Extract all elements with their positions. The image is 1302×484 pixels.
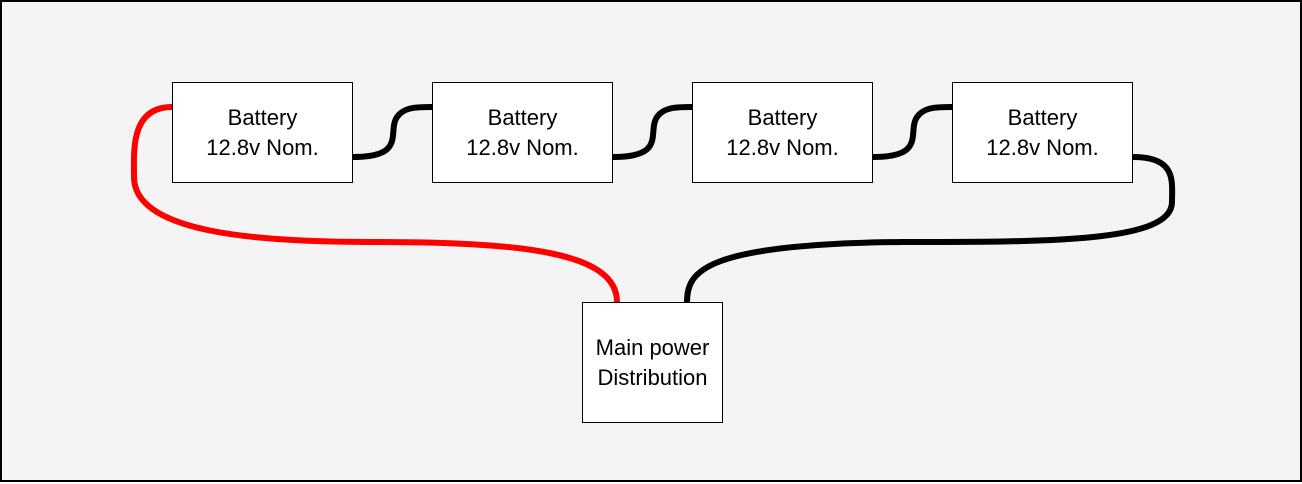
positive-wire-to-distribution xyxy=(130,104,620,303)
series-link-2-3 xyxy=(612,104,693,160)
main-power-distribution: Main power Distribution xyxy=(582,302,723,423)
distribution-line-2: Distribution xyxy=(597,364,708,390)
battery-2-rating: 12.8v Nom. xyxy=(466,134,579,160)
battery-3-rating: 12.8v Nom. xyxy=(726,134,839,160)
distribution-line-1: Main power xyxy=(595,334,710,360)
series-link-1-2 xyxy=(352,104,433,160)
series-link-3-4 xyxy=(872,104,953,160)
battery-3: Battery 12.8v Nom. xyxy=(692,82,873,183)
battery-1-title: Battery xyxy=(227,104,298,130)
battery-4-rating: 12.8v Nom. xyxy=(986,134,1099,160)
battery-2-title: Battery xyxy=(487,104,558,130)
battery-2: Battery 12.8v Nom. xyxy=(432,82,613,183)
negative-wire-to-distribution xyxy=(684,154,1176,303)
battery-4: Battery 12.8v Nom. xyxy=(952,82,1133,183)
battery-1-rating: 12.8v Nom. xyxy=(206,134,319,160)
battery-1: Battery 12.8v Nom. xyxy=(172,82,353,183)
battery-3-title: Battery xyxy=(747,104,818,130)
battery-4-title: Battery xyxy=(1007,104,1078,130)
